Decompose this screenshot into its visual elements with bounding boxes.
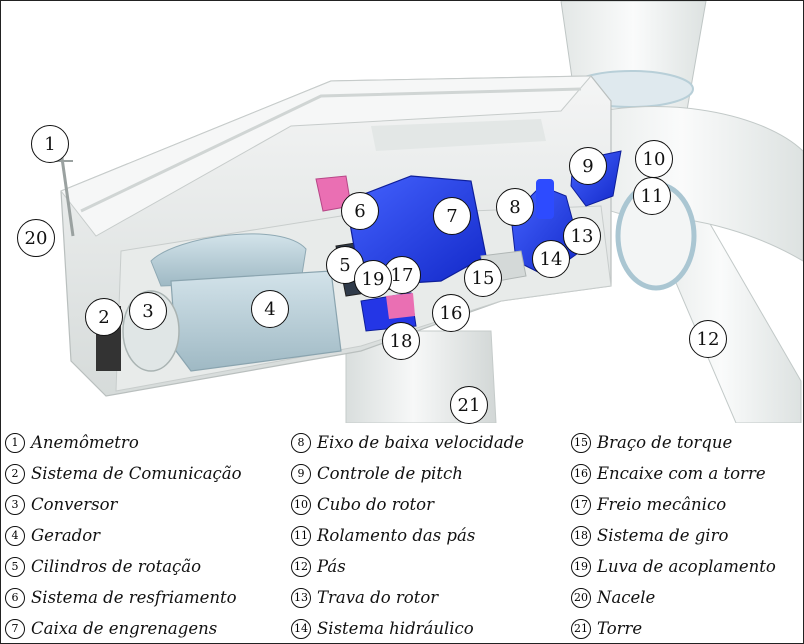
legend-number: 15 bbox=[571, 432, 591, 453]
marker-21: 21 bbox=[450, 386, 488, 424]
legend-item: 14 Sistema hidráulico bbox=[291, 613, 524, 643]
legend-label: Sistema hidráulico bbox=[317, 619, 474, 638]
legend-number: 13 bbox=[291, 587, 311, 608]
legend-item: 16 Encaixe com a torre bbox=[571, 458, 776, 489]
legend-item: 19 Luva de acoplamento bbox=[571, 551, 776, 582]
legend-number: 7 bbox=[5, 618, 25, 639]
legend-number: 20 bbox=[571, 587, 591, 608]
legend-label: Encaixe com a torre bbox=[597, 464, 766, 483]
marker-3: 3 bbox=[129, 292, 167, 330]
legend-number: 18 bbox=[571, 525, 591, 546]
legend-item: 15 Braço de torque bbox=[571, 427, 776, 458]
marker-1: 1 bbox=[31, 125, 69, 163]
legend-number: 1 bbox=[5, 432, 25, 453]
legend-number: 21 bbox=[571, 618, 591, 639]
legend-number: 10 bbox=[291, 494, 311, 515]
legend-item: 13 Trava do rotor bbox=[291, 582, 524, 613]
legend-item: 1 Anemômetro bbox=[5, 427, 242, 458]
marker-20: 20 bbox=[17, 219, 55, 257]
legend-label: Cilindros de rotação bbox=[31, 557, 202, 576]
legend-number: 12 bbox=[291, 556, 311, 577]
marker-8: 8 bbox=[496, 188, 534, 226]
marker-5: 5 bbox=[326, 246, 364, 284]
legend-item: 21 Torre bbox=[571, 613, 776, 643]
marker-12: 12 bbox=[689, 320, 727, 358]
marker-18: 18 bbox=[382, 322, 420, 360]
legend-number: 9 bbox=[291, 463, 311, 484]
legend-item: 5 Cilindros de rotação bbox=[5, 551, 242, 582]
legend-number: 4 bbox=[5, 525, 25, 546]
legend-label: Sistema de Comunicação bbox=[31, 464, 242, 483]
legend: 1 Anemômetro 2 Sistema de Comunicação 3 Con… bbox=[5, 427, 801, 641]
marker-16: 16 bbox=[432, 294, 470, 332]
legend-item: 2 Sistema de Comunicação bbox=[5, 458, 242, 489]
legend-item: 18 Sistema de giro bbox=[571, 520, 776, 551]
legend-column-1: 1 Anemômetro 2 Sistema de Comunicação 3 Con… bbox=[5, 427, 242, 643]
legend-number: 11 bbox=[291, 525, 311, 546]
marker-10: 10 bbox=[635, 140, 673, 178]
legend-label: Luva de acoplamento bbox=[597, 557, 776, 576]
legend-item: 12 Pás bbox=[291, 551, 524, 582]
wind-turbine-diagram: 1 2 3 4 5 6 7 8 9 10 11 12 13 14 15 16 1… bbox=[1, 1, 803, 424]
legend-item: 3 Conversor bbox=[5, 489, 242, 520]
legend-label: Nacele bbox=[597, 588, 656, 607]
legend-label: Freio mecânico bbox=[597, 495, 727, 514]
legend-number: 17 bbox=[571, 494, 591, 515]
legend-number: 16 bbox=[571, 463, 591, 484]
marker-7: 7 bbox=[433, 197, 471, 235]
legend-label: Trava do rotor bbox=[317, 588, 439, 607]
legend-label: Braço de torque bbox=[597, 433, 733, 452]
marker-15: 15 bbox=[464, 259, 502, 297]
legend-label: Caixa de engrenagens bbox=[31, 619, 218, 638]
legend-item: 11 Rolamento das pás bbox=[291, 520, 524, 551]
legend-label: Sistema de giro bbox=[597, 526, 729, 545]
legend-number: 3 bbox=[5, 494, 25, 515]
marker-6: 6 bbox=[341, 192, 379, 230]
marker-14: 14 bbox=[532, 240, 570, 278]
legend-item: 10 Cubo do rotor bbox=[291, 489, 524, 520]
legend-number: 2 bbox=[5, 463, 25, 484]
legend-label: Gerador bbox=[31, 526, 101, 545]
legend-number: 6 bbox=[5, 587, 25, 608]
legend-item: 8 Eixo de baixa velocidade bbox=[291, 427, 524, 458]
legend-item: 7 Caixa de engrenagens bbox=[5, 613, 242, 643]
legend-column-2: 8 Eixo de baixa velocidade 9 Controle de p… bbox=[291, 427, 524, 643]
marker-13: 13 bbox=[563, 217, 601, 255]
legend-label: Conversor bbox=[31, 495, 118, 514]
legend-number: 14 bbox=[291, 618, 311, 639]
marker-4: 4 bbox=[251, 290, 289, 328]
legend-label: Rolamento das pás bbox=[317, 526, 476, 545]
legend-number: 5 bbox=[5, 556, 25, 577]
legend-label: Sistema de resfriamento bbox=[31, 588, 237, 607]
legend-item: 20 Nacele bbox=[571, 582, 776, 613]
marker-11: 11 bbox=[633, 177, 671, 215]
legend-number: 8 bbox=[291, 432, 311, 453]
legend-label: Pás bbox=[317, 557, 346, 576]
legend-item: 17 Freio mecânico bbox=[571, 489, 776, 520]
legend-item: 4 Gerador bbox=[5, 520, 242, 551]
legend-number: 19 bbox=[571, 556, 591, 577]
marker-9: 9 bbox=[569, 147, 607, 185]
marker-2: 2 bbox=[85, 298, 123, 336]
legend-label: Controle de pitch bbox=[317, 464, 463, 483]
legend-label: Anemômetro bbox=[31, 433, 139, 452]
legend-item: 6 Sistema de resfriamento bbox=[5, 582, 242, 613]
legend-item: 9 Controle de pitch bbox=[291, 458, 524, 489]
legend-label: Eixo de baixa velocidade bbox=[317, 433, 524, 452]
legend-label: Torre bbox=[597, 619, 643, 638]
marker-19: 19 bbox=[354, 260, 392, 298]
legend-label: Cubo do rotor bbox=[317, 495, 435, 514]
